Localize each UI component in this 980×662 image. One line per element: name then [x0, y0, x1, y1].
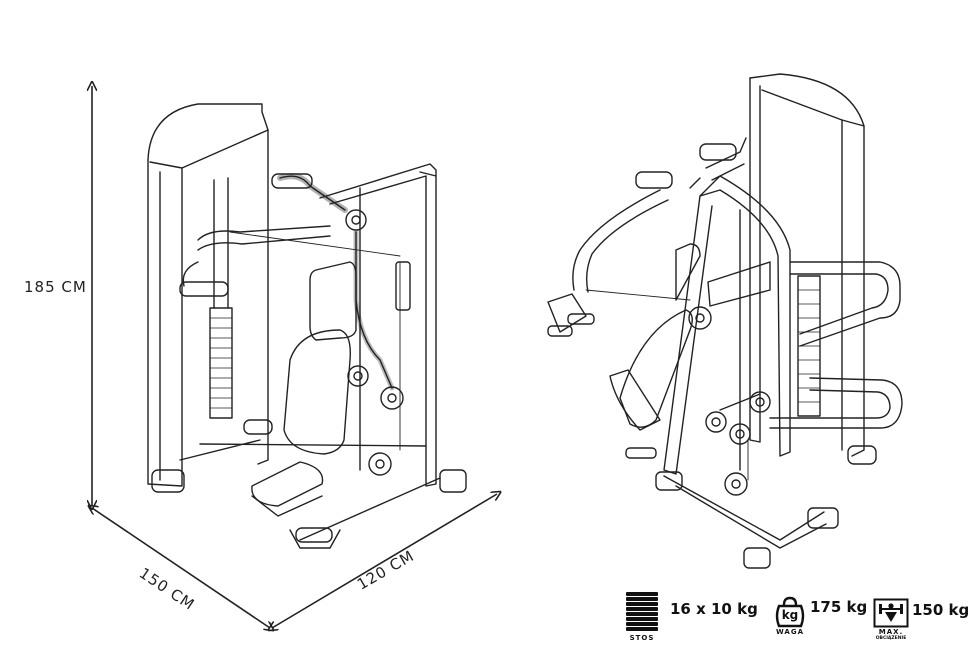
stack-value: 16 x 10 kg [670, 600, 758, 618]
height-dimension-label: 185 CM [24, 278, 87, 296]
spec-max-load: MAX. OBCIĄŻENIE 150 kg [872, 598, 969, 642]
spec-weight-stack: STOS 16 x 10 kg [622, 590, 758, 642]
width-dimension-arrow [272, 494, 497, 628]
weight-value: 175 kg [810, 598, 868, 616]
kettlebell-kg-icon: kg WAGA [772, 596, 808, 636]
weight-caption: WAGA [776, 628, 804, 636]
depth-dimension-arrow [92, 508, 270, 628]
kg-badge-text: kg [781, 608, 799, 622]
stack-caption: STOS [629, 634, 655, 642]
machine-rear-view [547, 73, 903, 569]
max-caption: MAX. [878, 628, 904, 636]
spec-machine-weight: kg WAGA 175 kg [772, 596, 867, 636]
machine-front-view [147, 103, 467, 549]
weight-stack-icon: STOS [622, 590, 662, 642]
max-load-icon: MAX. OBCIĄŻENIE [872, 598, 910, 642]
max-caption-sub: OBCIĄŻENIE [875, 636, 907, 641]
max-load-value: 150 kg [912, 601, 970, 619]
